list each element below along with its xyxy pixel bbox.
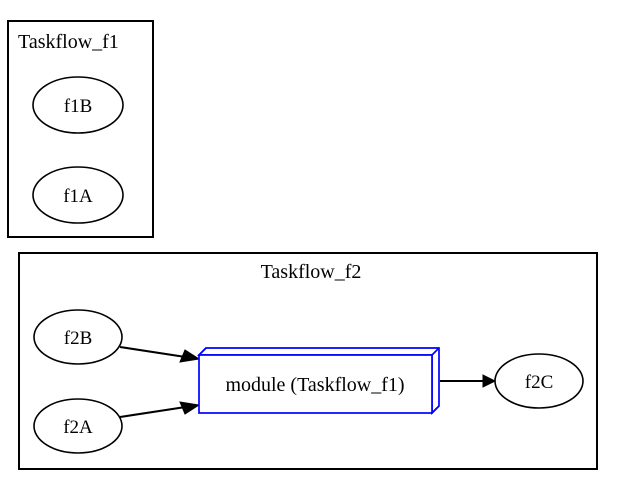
- node-module-label: module (Taskflow_f1): [225, 374, 404, 396]
- node-module-taskflow-f1[interactable]: module (Taskflow_f1): [196, 347, 440, 416]
- edge-f2A-line: [119, 404, 193, 419]
- cluster-f1-border: [7, 20, 154, 238]
- edge-f2A-arrowhead: [179, 401, 201, 415]
- edge-module-f2C-arrowhead: [482, 374, 497, 388]
- cluster-f2-border: [18, 252, 598, 470]
- node-f2A-ellipse: [33, 398, 123, 454]
- node-f2A-label: f2A: [63, 417, 93, 438]
- node-f1B[interactable]: f1B: [32, 76, 124, 134]
- edge-f2B-to-module: [119, 345, 201, 363]
- node-f2C[interactable]: f2C: [494, 353, 584, 409]
- node-f1B-ellipse: [32, 76, 124, 134]
- node-f2C-label: f2C: [525, 372, 554, 393]
- cluster-f2-label: Taskflow_f2: [261, 261, 362, 283]
- node-f1A-ellipse: [32, 166, 124, 224]
- edge-f2B-arrowhead: [179, 349, 201, 363]
- cluster-taskflow-f1[interactable]: Taskflow_f1 f1B f1A: [7, 20, 154, 238]
- node-f2B-ellipse: [33, 309, 123, 365]
- node-f2A[interactable]: f2A: [33, 398, 123, 454]
- module-box3d-front-face: [198, 354, 433, 414]
- node-f1A-label: f1A: [63, 186, 93, 207]
- node-f1B-label: f1B: [64, 96, 93, 117]
- edge-f2A-to-module: [119, 401, 201, 419]
- node-f2B-label: f2B: [64, 328, 93, 349]
- edge-module-to-f2C: [440, 374, 497, 388]
- edge-f2B-line: [119, 345, 193, 360]
- node-f2C-ellipse: [494, 353, 584, 409]
- cluster-taskflow-f2[interactable]: Taskflow_f2 f2B f2A: [18, 252, 598, 470]
- cluster-f1-label: Taskflow_f1: [18, 31, 119, 53]
- module-box3d-depth-edges: [198, 347, 440, 414]
- node-f2B[interactable]: f2B: [33, 309, 123, 365]
- node-f1A[interactable]: f1A: [32, 166, 124, 224]
